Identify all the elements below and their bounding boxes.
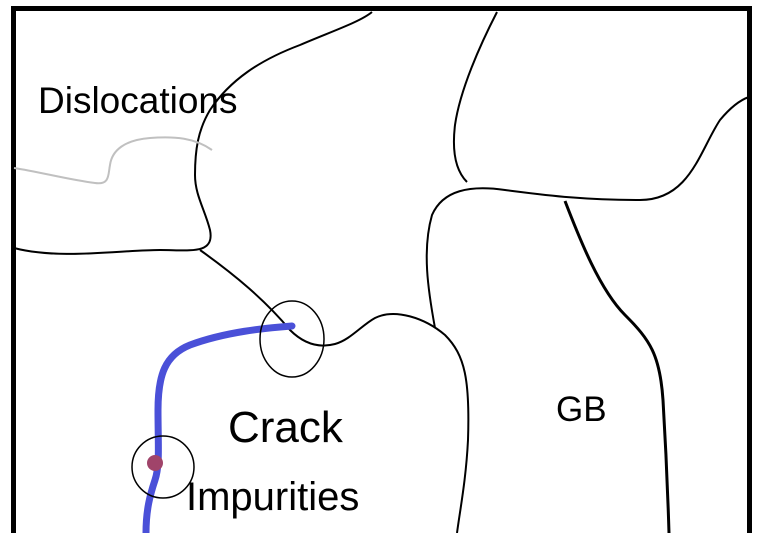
dislocation-line <box>13 136 213 185</box>
grain-boundary-diagonal <box>199 249 470 533</box>
grain-boundary-left <box>13 11 373 255</box>
diagram-frame <box>11 6 752 533</box>
label-crack: Crack <box>228 403 343 452</box>
label-gb: GB <box>556 390 607 429</box>
grain-boundary-gb-thick <box>563 200 671 533</box>
crack-path <box>142 322 296 533</box>
impurity-circle <box>131 435 195 499</box>
grain-boundary-middle-right <box>425 96 750 329</box>
impurity-particle <box>147 455 163 471</box>
label-dislocations: Dislocations <box>38 80 238 121</box>
grain-boundary-upper-middle <box>452 11 498 183</box>
crack-tip-circle <box>259 300 325 378</box>
label-impurities: Impurities <box>186 475 360 519</box>
